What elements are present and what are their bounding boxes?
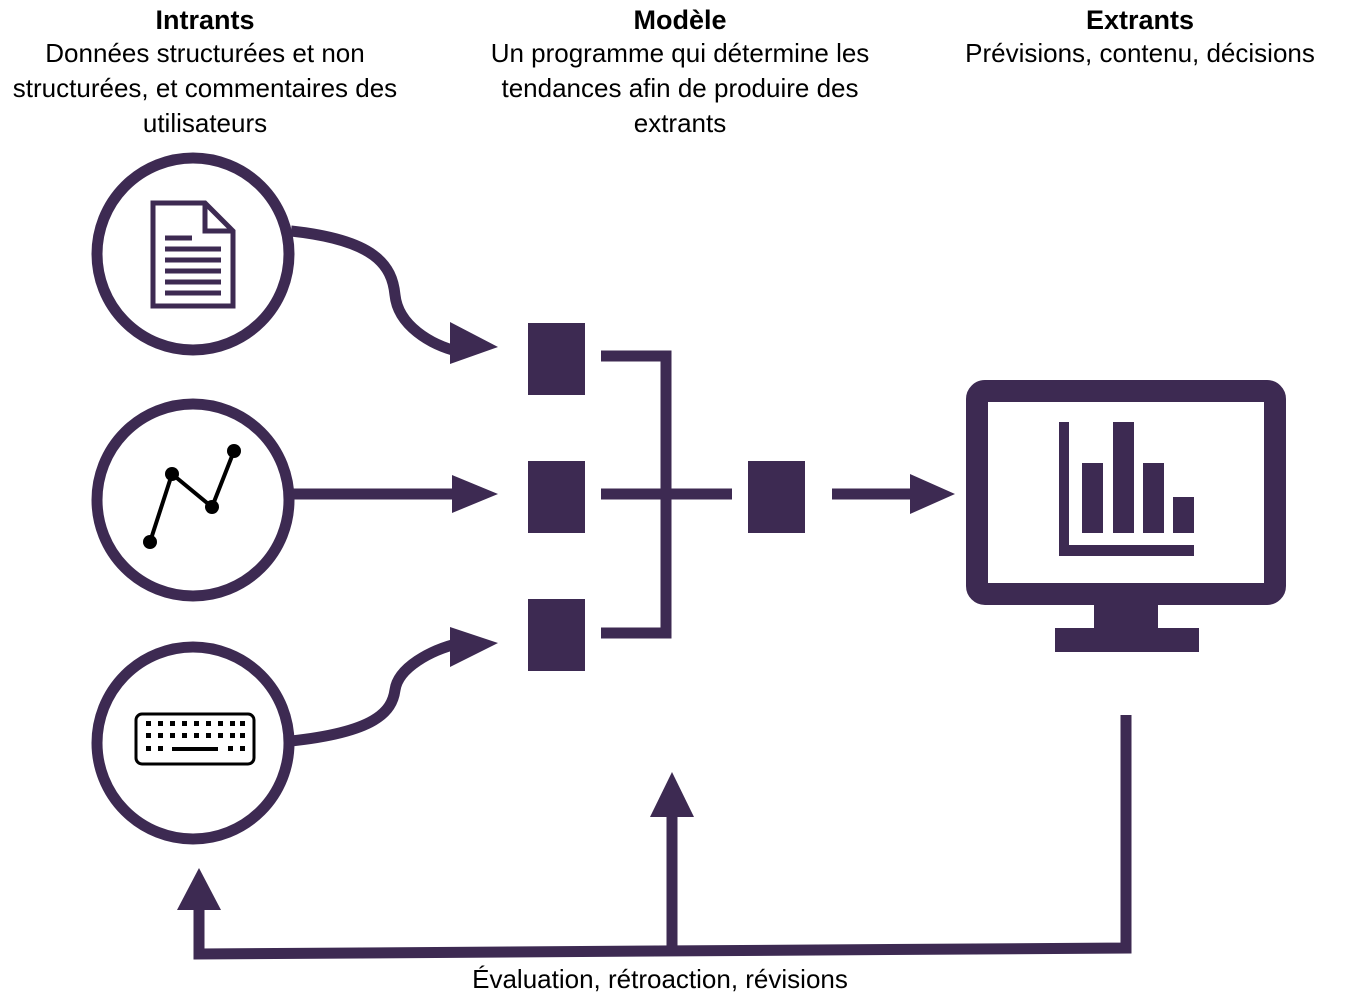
connector-bottom xyxy=(290,637,462,747)
model-description: Un programme qui détermine les tendances… xyxy=(490,38,870,138)
model-node-1 xyxy=(528,323,585,395)
model-title: Modèle xyxy=(633,5,727,35)
arrowhead-output xyxy=(910,474,955,514)
arrowhead-feedback-inputs xyxy=(177,868,221,910)
inputs-description: Données structurées et non structurées, … xyxy=(12,38,398,138)
model-node-3 xyxy=(528,599,585,671)
line-chart-icon xyxy=(143,444,241,549)
outputs-description: Prévisions, contenu, décisions xyxy=(965,38,1315,68)
input-circle-documents xyxy=(91,152,295,356)
arrowhead-feedback-model xyxy=(650,772,694,817)
arrowhead-middle xyxy=(452,475,498,513)
arrowhead-top xyxy=(450,322,498,364)
input-circle-user-input xyxy=(91,641,295,845)
model-node-2 xyxy=(528,461,585,533)
arrowhead-bottom xyxy=(450,627,498,667)
model-header: Modèle Un programme qui détermine les te… xyxy=(470,4,890,141)
outputs-title: Extrants xyxy=(1085,5,1195,35)
feedback-label: Évaluation, rétroaction, révisions xyxy=(472,964,848,994)
inputs-header: Intrants Données structurées et non stru… xyxy=(5,4,405,141)
input-circle-trends xyxy=(91,398,295,602)
outputs-header: Extrants Prévisions, contenu, décisions xyxy=(930,4,1350,71)
monitor-bar-chart-icon xyxy=(966,380,1286,652)
document-icon xyxy=(150,200,236,309)
feedback-loop xyxy=(193,715,1132,960)
keyboard-icon xyxy=(134,712,256,766)
model-node-output xyxy=(748,461,805,533)
inputs-title: Intrants xyxy=(155,5,255,35)
connector-top xyxy=(290,225,462,358)
